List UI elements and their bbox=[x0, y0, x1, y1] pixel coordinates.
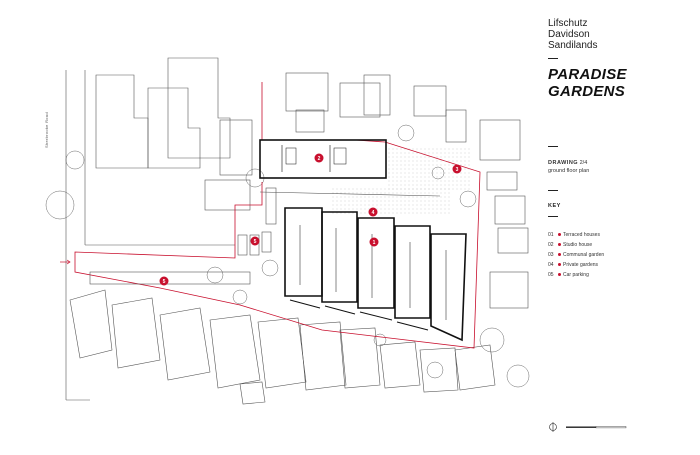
key-item-label: Private gardens bbox=[563, 262, 599, 268]
neighbour-buildings-south bbox=[69, 289, 496, 405]
key-item-number: 03 bbox=[548, 252, 554, 258]
key-item-label: Communal garden bbox=[563, 252, 605, 258]
neighbour-buildings-north bbox=[95, 57, 529, 309]
key-item-label: Terraced houses bbox=[563, 232, 600, 238]
marker-3: 3 bbox=[452, 164, 462, 174]
street-label: Sherbrooke Road bbox=[44, 112, 49, 148]
plan-markers: 1 2 3 4 5 5 bbox=[159, 153, 462, 286]
marker-4-label: 4 bbox=[372, 210, 375, 216]
bullet-icon bbox=[558, 232, 561, 236]
marker-2-label: 2 bbox=[318, 156, 321, 162]
key-list: 01 Terraced houses 02 Studio house 03 Commu… bbox=[548, 230, 604, 280]
firm-name-line-2: Davidson bbox=[548, 29, 590, 40]
key-item-number: 04 bbox=[548, 262, 554, 268]
firm-name-line-3: Sandilands bbox=[548, 40, 598, 51]
key-heading: KEY bbox=[548, 203, 561, 209]
marker-1: 1 bbox=[369, 237, 379, 247]
drawing-info: DRAWING 2/4 ground floor plan bbox=[548, 159, 589, 175]
divider bbox=[548, 146, 558, 147]
car-parking bbox=[89, 187, 441, 285]
bullet-icon bbox=[558, 242, 561, 246]
project-title: PARADISE GARDENS bbox=[548, 66, 627, 100]
key-item-number: 02 bbox=[548, 242, 554, 248]
scale-bar-icon bbox=[566, 426, 627, 429]
key-item: 03 Communal garden bbox=[548, 250, 604, 260]
drawing-label: DRAWING bbox=[548, 160, 579, 166]
marker-5b: 5 bbox=[159, 276, 169, 286]
divider bbox=[548, 190, 558, 191]
footer-symbols bbox=[549, 422, 627, 432]
bullet-icon bbox=[558, 262, 561, 266]
firm-name-line-1: Lifschutz bbox=[548, 18, 588, 29]
north-arrow-icon bbox=[549, 422, 557, 432]
marker-5a: 5 bbox=[250, 236, 260, 246]
entry-arrow-icon bbox=[60, 259, 71, 265]
studio-house bbox=[259, 139, 387, 179]
marker-5a-label: 5 bbox=[254, 239, 257, 245]
firm-name: Lifschutz Davidson Sandilands bbox=[548, 18, 597, 51]
key-item-label: Studio house bbox=[563, 242, 593, 248]
key-item-number: 05 bbox=[548, 272, 554, 278]
project-title-line-2: GARDENS bbox=[548, 83, 626, 100]
marker-5b-label: 5 bbox=[163, 279, 166, 285]
drawing-description: ground floor plan bbox=[548, 168, 590, 174]
marker-1-label: 1 bbox=[373, 240, 376, 246]
project-title-line-1: PARADISE bbox=[548, 66, 627, 83]
key-item: 04 Private gardens bbox=[548, 260, 604, 270]
key-item-number: 01 bbox=[548, 232, 554, 238]
key-item: 02 Studio house bbox=[548, 240, 604, 250]
key-item: 05 Car parking bbox=[548, 270, 604, 280]
marker-4: 4 bbox=[368, 207, 378, 217]
divider bbox=[548, 58, 558, 59]
key-item-label: Car parking bbox=[563, 272, 589, 278]
site-plan: 1 2 3 4 5 5 bbox=[45, 57, 530, 405]
marker-3-label: 3 bbox=[456, 167, 459, 173]
marker-2: 2 bbox=[314, 153, 324, 163]
title-block: Lifschutz Davidson Sandilands PARADISE G… bbox=[548, 0, 698, 455]
roads bbox=[65, 70, 235, 401]
terraced-houses bbox=[284, 207, 467, 342]
bullet-icon bbox=[558, 272, 561, 276]
key-item: 01 Terraced houses bbox=[548, 230, 604, 240]
bullet-icon bbox=[558, 252, 561, 256]
divider bbox=[548, 216, 558, 217]
drawing-number: 2/4 bbox=[579, 160, 588, 166]
